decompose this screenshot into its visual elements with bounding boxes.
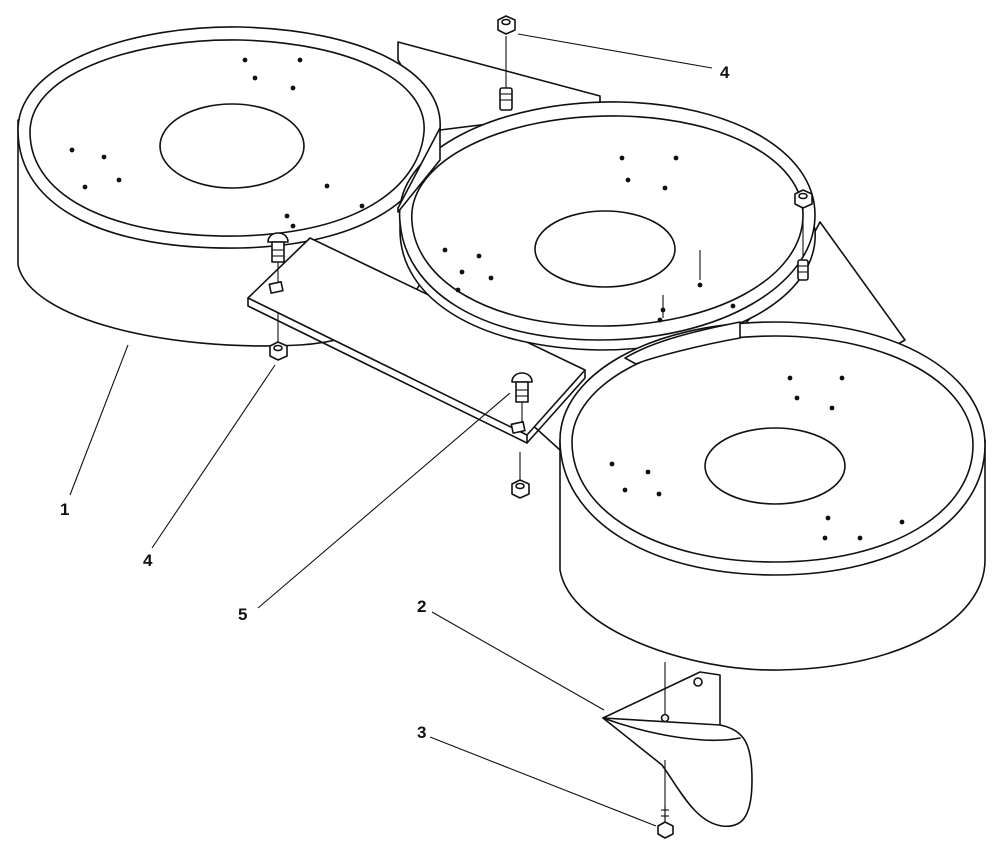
hardware	[267, 15, 813, 839]
mounting-holes	[442, 155, 736, 323]
callout-2: 2	[417, 597, 426, 616]
callout-1: 1	[60, 500, 69, 519]
hex-bolt-deflector-icon	[657, 662, 674, 839]
callout-5: 5	[238, 605, 247, 624]
carriage-bolt-left-icon	[267, 232, 289, 283]
hex-nut-left-icon	[269, 312, 288, 361]
carriage-bolt-center-icon	[511, 372, 533, 423]
right-blade-housing	[559, 321, 986, 671]
callout-3: 3	[417, 723, 426, 742]
mounting-holes	[609, 375, 905, 541]
center-blade-housing	[397, 101, 816, 351]
deflector-shield	[602, 671, 753, 828]
callout-4-top: 4	[720, 63, 730, 82]
callout-labels: 1 2 3 4 4 5	[60, 63, 730, 742]
callout-4-bottom: 4	[143, 551, 153, 570]
hex-nut-right-icon	[794, 189, 813, 281]
mounting-holes	[69, 57, 365, 229]
hex-nut-top-icon	[497, 15, 516, 111]
callout-leaders	[69, 33, 713, 827]
hex-nut-center-icon	[511, 452, 530, 499]
connecting-bracket-plate	[247, 237, 586, 444]
